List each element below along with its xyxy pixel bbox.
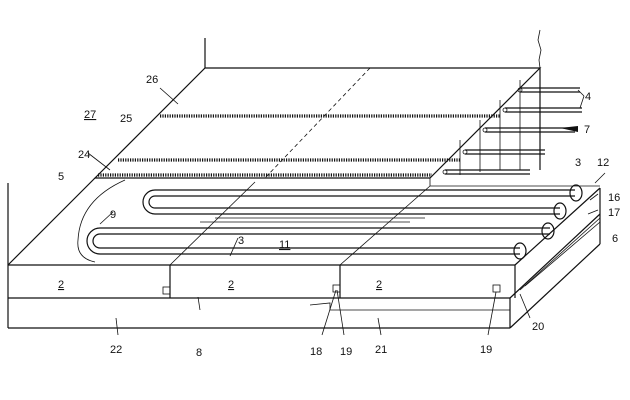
- label-25: 25: [120, 113, 132, 125]
- label-5: 5: [58, 171, 64, 183]
- reference-numerals: 26 27 25 24 5 9 3 11 2 2 2 8 22 18 19 21…: [58, 74, 620, 359]
- right-cut-edge: [459, 29, 542, 175]
- label-7: 7: [584, 124, 590, 136]
- label-17: 17: [608, 207, 620, 219]
- label-4: 4: [585, 91, 591, 103]
- label-22: 22: [110, 344, 122, 356]
- label-20: 20: [532, 321, 544, 333]
- label-9: 9: [110, 209, 116, 221]
- board-joints: [169, 181, 431, 266]
- front-section: [7, 187, 601, 329]
- label-19-right: 19: [480, 344, 492, 356]
- label-11: 11: [279, 239, 290, 251]
- label-27: 27: [84, 109, 96, 121]
- label-6: 6: [612, 233, 618, 245]
- label-16: 16: [608, 192, 620, 204]
- label-2-right: 2: [376, 279, 382, 291]
- label-19-left: 19: [340, 346, 352, 358]
- label-2-middle: 2: [228, 279, 234, 291]
- profile-strips: [98, 114, 500, 177]
- label-24: 24: [78, 149, 90, 161]
- pipe-ends: [442, 87, 582, 175]
- label-8: 8: [196, 347, 202, 359]
- label-21: 21: [375, 344, 387, 356]
- label-26: 26: [146, 74, 158, 86]
- top-cover-layer: [93, 38, 600, 187]
- label-2-left: 2: [58, 279, 64, 291]
- base-plane: [7, 177, 96, 266]
- label-18: 18: [310, 346, 322, 358]
- heating-pipe-loop: [77, 179, 583, 263]
- leader-lines: [87, 87, 606, 336]
- label-12: 12: [597, 157, 609, 169]
- label-3-left: 3: [238, 235, 244, 247]
- label-3-right: 3: [575, 157, 581, 169]
